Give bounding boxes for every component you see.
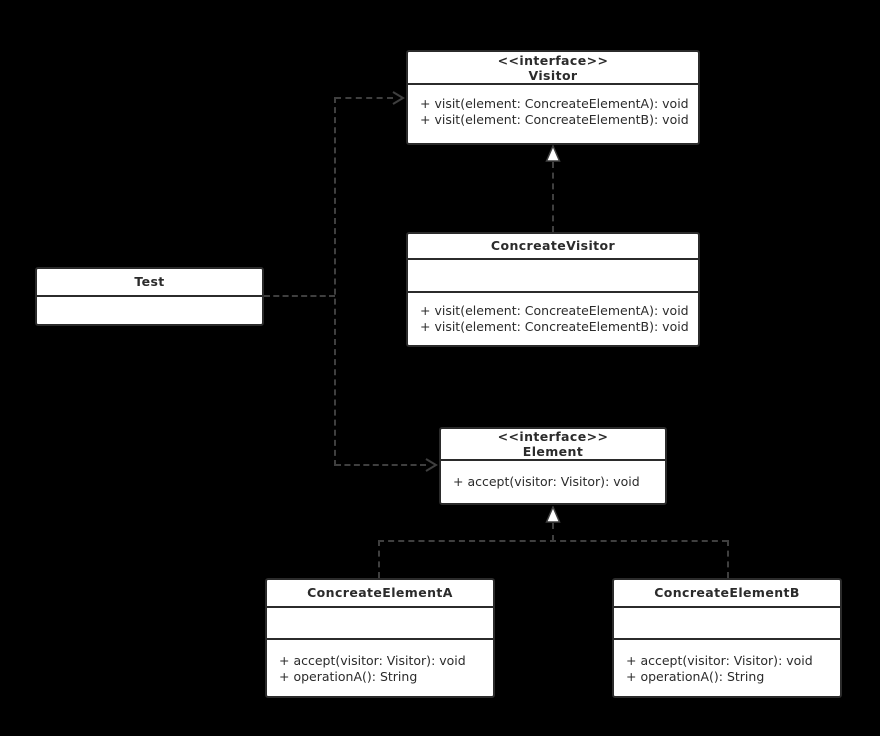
connector-elements-horizontal (378, 540, 728, 542)
connector-concreate-element-a-to-element (378, 540, 380, 578)
realization-triangle-icon (545, 145, 561, 162)
stereotype-label: <<interface>> (497, 52, 609, 68)
attributes-compartment-test (37, 295, 262, 324)
class-header-element: <<interface>> Element (441, 429, 665, 459)
connector-concreate-visitor-to-visitor (552, 162, 554, 232)
connector-test-to-visitor (335, 97, 393, 99)
connector-element-stem (552, 523, 554, 541)
class-header-concreate-element-a: ConcreateElementA (267, 580, 493, 606)
connector-test-to-junction (264, 295, 335, 297)
connector-concreate-element-b-to-element (727, 540, 729, 578)
methods-compartment-visitor: + visit(element: ConcreateElementA): voi… (408, 83, 698, 143)
class-header-concreate-visitor: ConcreateVisitor (408, 234, 698, 258)
method-line: + operationA(): String (626, 669, 765, 684)
methods-compartment-concreate-visitor: + visit(element: ConcreateElementA): voi… (408, 291, 698, 345)
class-box-concreate-visitor: ConcreateVisitor + visit(element: Concre… (406, 232, 700, 347)
class-box-test: Test (35, 267, 264, 326)
class-title-concreate-element-b: ConcreateElementB (654, 585, 800, 600)
method-line: + visit(element: ConcreateElementA): voi… (420, 303, 689, 318)
attributes-compartment-concreate-element-a (267, 606, 493, 638)
methods-compartment-element: + accept(visitor: Visitor): void (441, 459, 665, 503)
class-title-concreate-visitor: ConcreateVisitor (490, 238, 616, 253)
method-line: + accept(visitor: Visitor): void (279, 653, 466, 668)
attributes-compartment-concreate-element-b (614, 606, 840, 638)
method-line: + visit(element: ConcreateElementB): voi… (420, 319, 689, 334)
class-box-concreate-element-b: ConcreateElementB + accept(visitor: Visi… (612, 578, 842, 698)
class-title-test: Test (134, 274, 165, 289)
class-box-concreate-element-a: ConcreateElementA + accept(visitor: Visi… (265, 578, 495, 698)
class-title-concreate-element-a: ConcreateElementA (307, 585, 453, 600)
method-line: + accept(visitor: Visitor): void (453, 474, 640, 489)
methods-compartment-concreate-element-a: + accept(visitor: Visitor): void + opera… (267, 638, 493, 696)
class-header-concreate-element-b: ConcreateElementB (614, 580, 840, 606)
stereotype-label: <<interface>> (497, 429, 609, 444)
class-box-element: <<interface>> Element + accept(visitor: … (439, 427, 667, 505)
realization-triangle-icon (545, 506, 561, 523)
class-title-visitor: Visitor (528, 67, 578, 83)
class-box-visitor: <<interface>> Visitor + visit(element: C… (406, 50, 700, 145)
method-line: + visit(element: ConcreateElementB): voi… (420, 112, 689, 127)
class-header-test: Test (37, 269, 262, 295)
class-title-element: Element (522, 444, 584, 459)
method-line: + accept(visitor: Visitor): void (626, 653, 813, 668)
connector-junction-vertical (334, 97, 336, 466)
attributes-compartment-concreate-visitor (408, 258, 698, 291)
dependency-arrow-icon (392, 91, 405, 105)
methods-compartment-concreate-element-b: + accept(visitor: Visitor): void + opera… (614, 638, 840, 696)
connector-test-to-element (335, 464, 426, 466)
class-header-visitor: <<interface>> Visitor (408, 52, 698, 83)
method-line: + visit(element: ConcreateElementA): voi… (420, 96, 689, 111)
method-line: + operationA(): String (279, 669, 418, 684)
dependency-arrow-icon (425, 458, 438, 472)
